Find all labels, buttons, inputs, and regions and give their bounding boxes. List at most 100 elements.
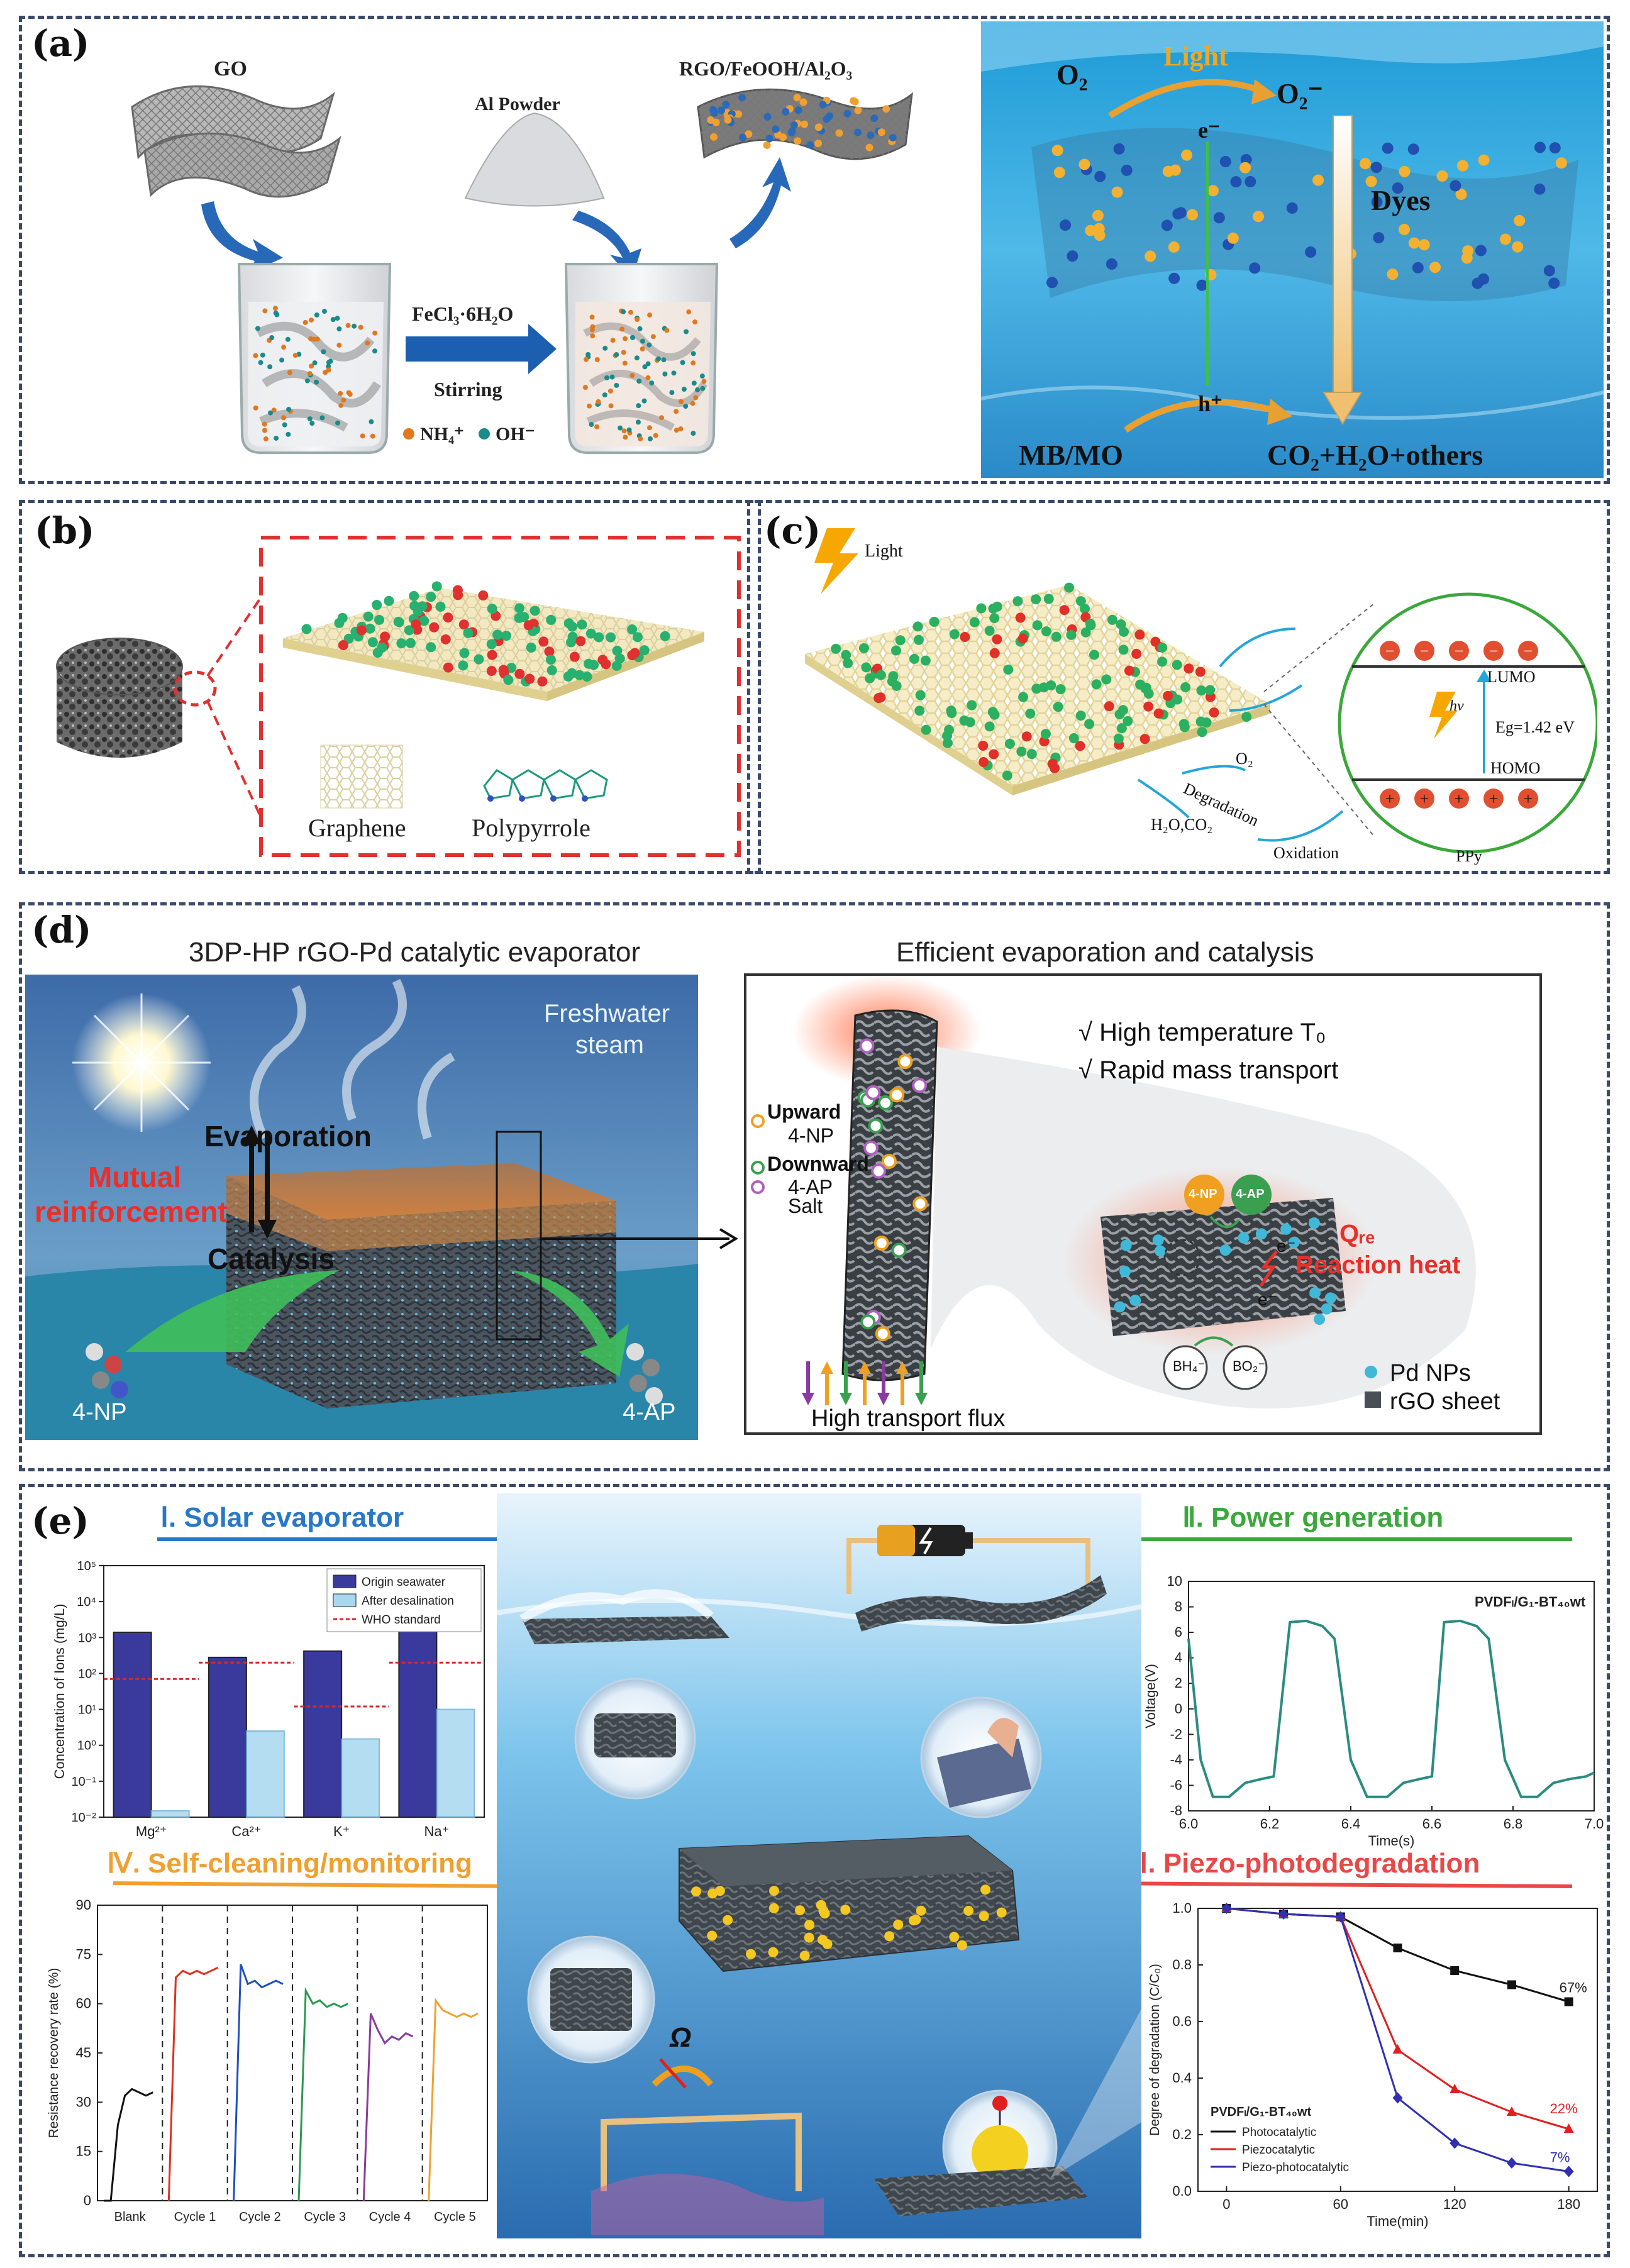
res-y-tick-label: 45 (76, 2045, 91, 2061)
ion-y-tick-label: 10³ (78, 1631, 96, 1645)
section-power-title: Ⅱ. Power generation (1182, 1502, 1444, 1533)
volt-x-tick-label: 6.0 (1179, 1816, 1199, 1832)
bubble-4ap-label: 4-AP (1236, 1187, 1265, 1201)
res-y-tick-label: 30 (76, 2094, 91, 2110)
high-flux-label: High transport flux (811, 1405, 1006, 1432)
ion-bar (398, 1604, 438, 1818)
svg-text:−: − (1489, 642, 1499, 660)
deg-y-tick-label: 1.0 (1172, 1900, 1192, 1916)
product-label: RGO/FeOOH/Al₂O₃ (679, 57, 852, 80)
ppy-label: PPy (1456, 847, 1482, 865)
deg-legend-label: Piezocatalytic (1242, 2144, 1315, 2157)
deg-point (1506, 2157, 1517, 2169)
hv-lightning-icon (1429, 692, 1458, 739)
res-x-tick-label: Cycle 1 (174, 2210, 216, 2224)
o2-label-c: O₂ (1236, 750, 1253, 768)
ion-y-tick-label: 10⁰ (77, 1739, 96, 1753)
svg-text:+: + (1489, 790, 1499, 808)
ion-y-tick-label: 10⁻¹ (72, 1775, 97, 1789)
o2-minus-label: O₂⁻ (1277, 77, 1323, 109)
panel-d-label: (d) (31, 909, 92, 951)
oxidation-arrow (1257, 810, 1344, 842)
panel-e-central-illustration: Ω (497, 1493, 1141, 2238)
q-re-label: Qᵣₑ (1339, 1220, 1375, 1247)
volt-y-tick-label: 4 (1175, 1650, 1182, 1666)
high-temp-label: √ High temperature T₀ (1078, 1019, 1326, 1046)
rapid-mass-label: √ Rapid mass transport (1078, 1056, 1339, 1084)
products-label: CO₂+H₂O+others (1267, 439, 1483, 471)
deg-y-tick-label: 0.4 (1172, 2070, 1192, 2086)
mutual-label: Mutual (88, 1161, 182, 1193)
sensor-frame (601, 2112, 802, 2191)
volt-y-tick-label: -2 (1170, 1726, 1182, 1742)
ion-legend-swatch (333, 1574, 357, 1588)
reagent-label: FeCl₃·6H₂O (412, 302, 513, 325)
volt-plot-frame (1188, 1581, 1595, 1812)
hole-label: h⁺ (1198, 391, 1222, 416)
dye-arrow-head-icon (1322, 392, 1363, 425)
ion-legend-swatch (333, 1593, 357, 1607)
electron-transfer-arrow (1219, 628, 1296, 668)
evaporator-block-illustration (226, 1163, 616, 1408)
e-upper-label: e⁻ (1277, 1236, 1296, 1256)
dyes-label: Dyes (1371, 184, 1431, 216)
res-series-line (167, 1966, 219, 2201)
deg-x-axis-label: Time(min) (1367, 2213, 1428, 2229)
mbmo-label: MB/MO (1019, 439, 1123, 471)
deg-point (1564, 1997, 1573, 2006)
section-selfclean-title: Ⅳ. Self-cleaning/monitoring (107, 1848, 472, 1879)
ion-bar (245, 1730, 285, 1818)
4np-left-label: 4-NP (72, 1399, 127, 1425)
beaker-left-illustration (237, 263, 392, 454)
deg-x-tick-label: 60 (1333, 2196, 1348, 2212)
volt-x-tick-label: 6.4 (1341, 1816, 1361, 1832)
ion-legend-label: Origin seawater (362, 1576, 446, 1589)
flow-arrow-left (126, 1270, 340, 1352)
deg-point (1393, 1944, 1402, 1952)
o2-label: O₂ (1056, 58, 1088, 91)
zoom-box (259, 536, 741, 857)
volt-y-tick-label: 10 (1167, 1573, 1182, 1589)
ion-x-tick-label: K⁺ (333, 1823, 350, 1839)
flux-arrows-icon (802, 1361, 928, 1405)
deg-point (1563, 2166, 1574, 2177)
al-powder-label: Al Powder (475, 94, 560, 114)
volt-y-axis-label: Voltage(V) (1143, 1664, 1158, 1729)
res-x-tick-label: Blank (114, 2210, 147, 2224)
ion-bar (208, 1656, 247, 1818)
section-solar-title: Ⅰ. Solar evaporator (160, 1502, 404, 1533)
deg-annotation: 7% (1550, 2150, 1570, 2166)
volt-y-tick-label: 0 (1175, 1701, 1182, 1717)
ion-bar (341, 1738, 380, 1818)
ion-y-tick-label: 10⁻² (72, 1811, 97, 1825)
deg-point (1450, 2084, 1460, 2093)
eg-label: Eg=1.42 eV (1495, 718, 1575, 736)
panel-b-label: (b) (35, 509, 95, 552)
hv-label: hv (1450, 698, 1464, 714)
deg-point (1221, 1903, 1232, 1914)
deg-chart-title: PVDFₗ/G₁-BT₄₀wt (1211, 2105, 1311, 2119)
deg-legend-label: Piezo-photocatalytic (1242, 2161, 1349, 2174)
ppy-lattice-particles (831, 582, 1252, 781)
panel-b-illustration: Graphene Polypyrrole (56, 536, 741, 857)
svg-text:−: − (1455, 642, 1464, 660)
panel-d-title-right: Efficient evaporation and catalysis (896, 937, 1314, 968)
4ap-bubble-icon (1231, 1175, 1272, 1215)
volt-y-tick-label: -4 (1170, 1752, 1182, 1767)
e-lower-label: e⁻ (1258, 1290, 1277, 1309)
res-x-tick-label: Cycle 3 (304, 2210, 346, 2224)
volt-y-tick-label: -6 (1170, 1777, 1182, 1793)
bubble-4np-label: 4-NP (1189, 1187, 1217, 1201)
column-molecules (857, 1038, 928, 1342)
deg-point (1335, 1911, 1346, 1923)
volt-y-tick-label: 2 (1175, 1675, 1182, 1691)
ion-y-tick-label: 10⁵ (77, 1559, 96, 1573)
volt-y-tick-label: 6 (1175, 1624, 1182, 1640)
panel-c (747, 500, 1610, 874)
deg-point (1506, 2106, 1517, 2116)
panel-e (19, 1484, 1610, 2257)
4ap-molecule-icon (626, 1343, 663, 1405)
panel-e-label: (e) (31, 1500, 89, 1542)
flow-arrow-right (509, 1270, 629, 1377)
al-powder-pile-illustration (464, 112, 605, 207)
